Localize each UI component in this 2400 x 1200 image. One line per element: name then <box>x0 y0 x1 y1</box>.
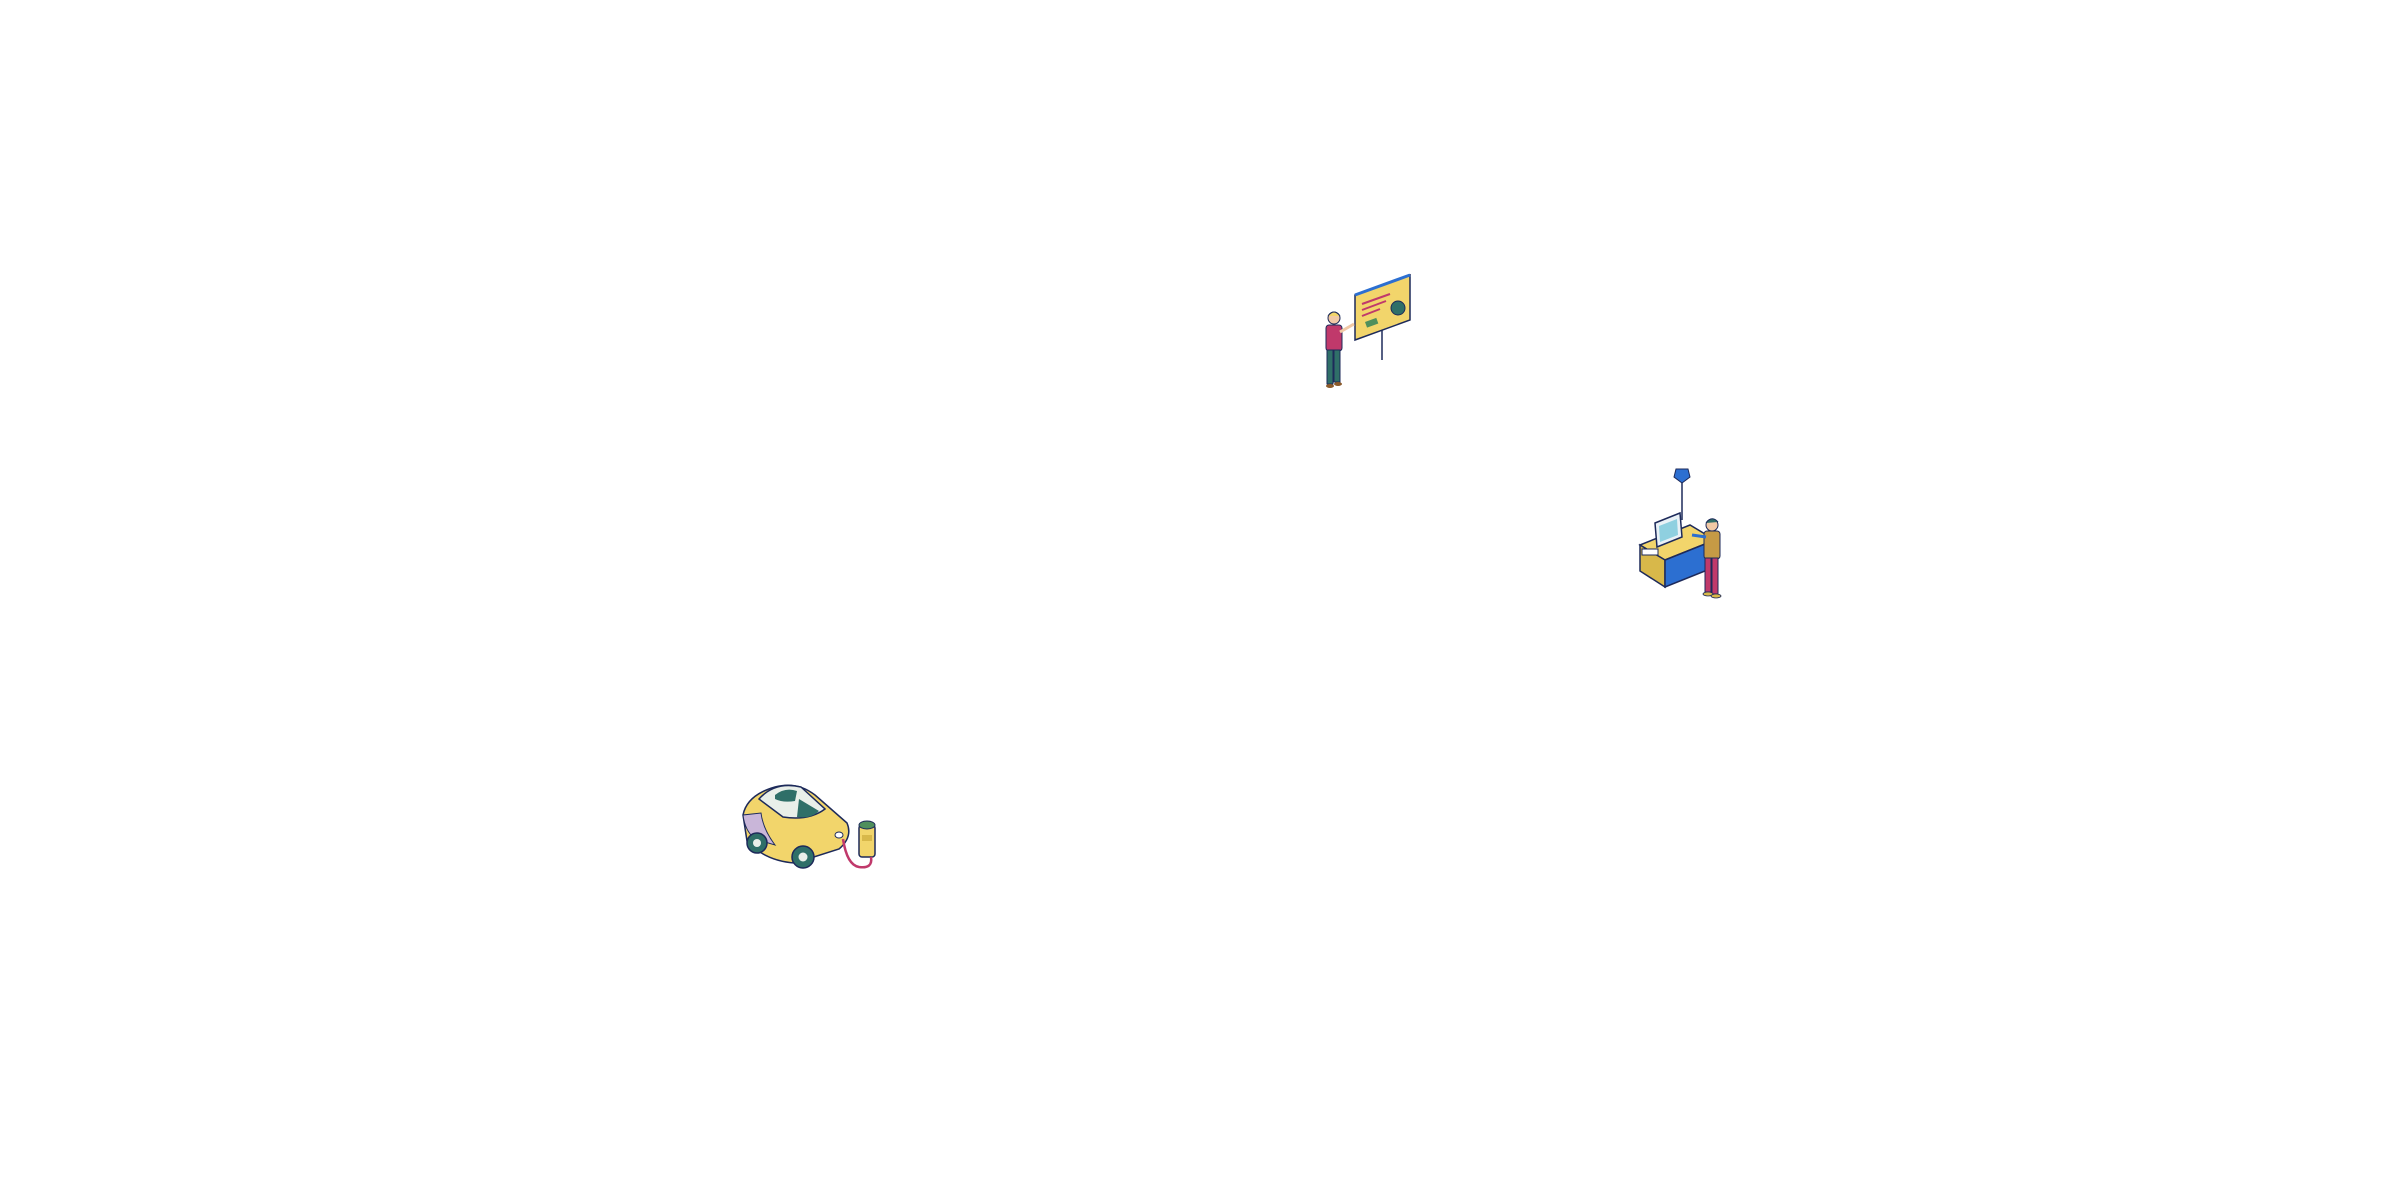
person-at-kiosk-icon <box>1638 468 1722 599</box>
ev-charging-icon <box>742 784 876 869</box>
presenter-illustration <box>1310 270 1420 400</box>
ev-charging-illustration <box>735 765 895 880</box>
person-presenting-board-icon <box>1325 273 1411 388</box>
kiosk-illustration <box>1630 465 1740 610</box>
